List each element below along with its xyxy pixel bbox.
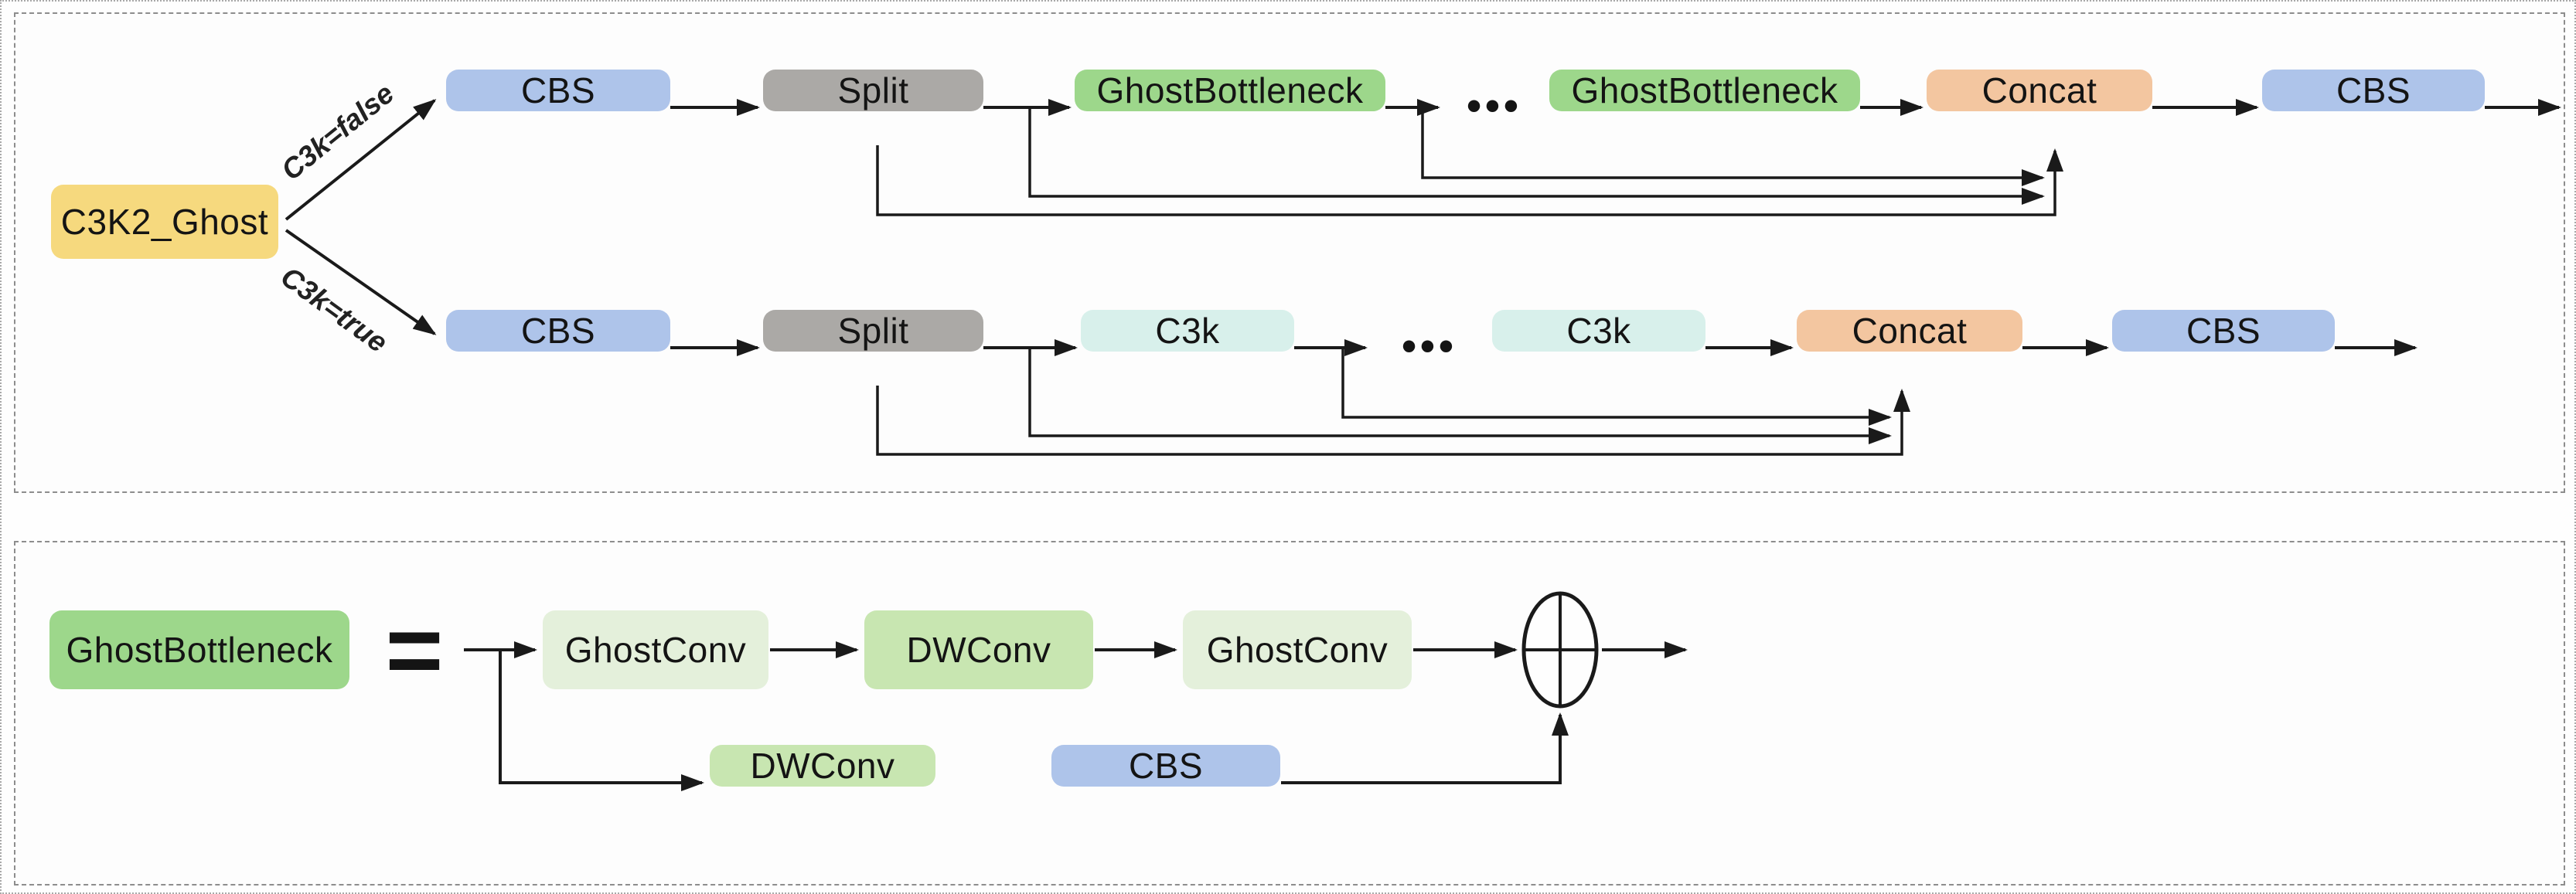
node-ghostconv-1: GhostConv <box>543 610 768 689</box>
node-r2-c3k-2: C3k <box>1492 310 1705 352</box>
node-r1-ghostbottleneck-1: GhostBottleneck <box>1075 70 1385 111</box>
node-ghostbottleneck-lhs: GhostBottleneck <box>49 610 349 689</box>
bottom-panel <box>14 541 2565 886</box>
node-r1-split: Split <box>763 70 983 111</box>
node-r1-concat: Concat <box>1927 70 2152 111</box>
node-cbs-lower: CBS <box>1051 745 1280 787</box>
node-dwconv-lower: DWConv <box>710 745 935 787</box>
node-dwconv-upper: DWConv <box>864 610 1093 689</box>
node-r2-concat: Concat <box>1797 310 2022 352</box>
node-r2-cbs-in: CBS <box>446 310 670 352</box>
node-r2-c3k-1: C3k <box>1081 310 1294 352</box>
equals-icon: = <box>385 594 444 705</box>
node-r2-cbs-out: CBS <box>2112 310 2335 352</box>
node-ghostconv-2: GhostConv <box>1183 610 1412 689</box>
node-c3k2-ghost: C3K2_Ghost <box>51 185 278 259</box>
node-r1-cbs-in: CBS <box>446 70 670 111</box>
node-r1-ghostbottleneck-2: GhostBottleneck <box>1549 70 1860 111</box>
node-r2-split: Split <box>763 310 983 352</box>
node-r1-cbs-out: CBS <box>2262 70 2485 111</box>
r1-ellipsis: ••• <box>1467 83 1522 129</box>
r2-ellipsis: ••• <box>1402 323 1457 369</box>
